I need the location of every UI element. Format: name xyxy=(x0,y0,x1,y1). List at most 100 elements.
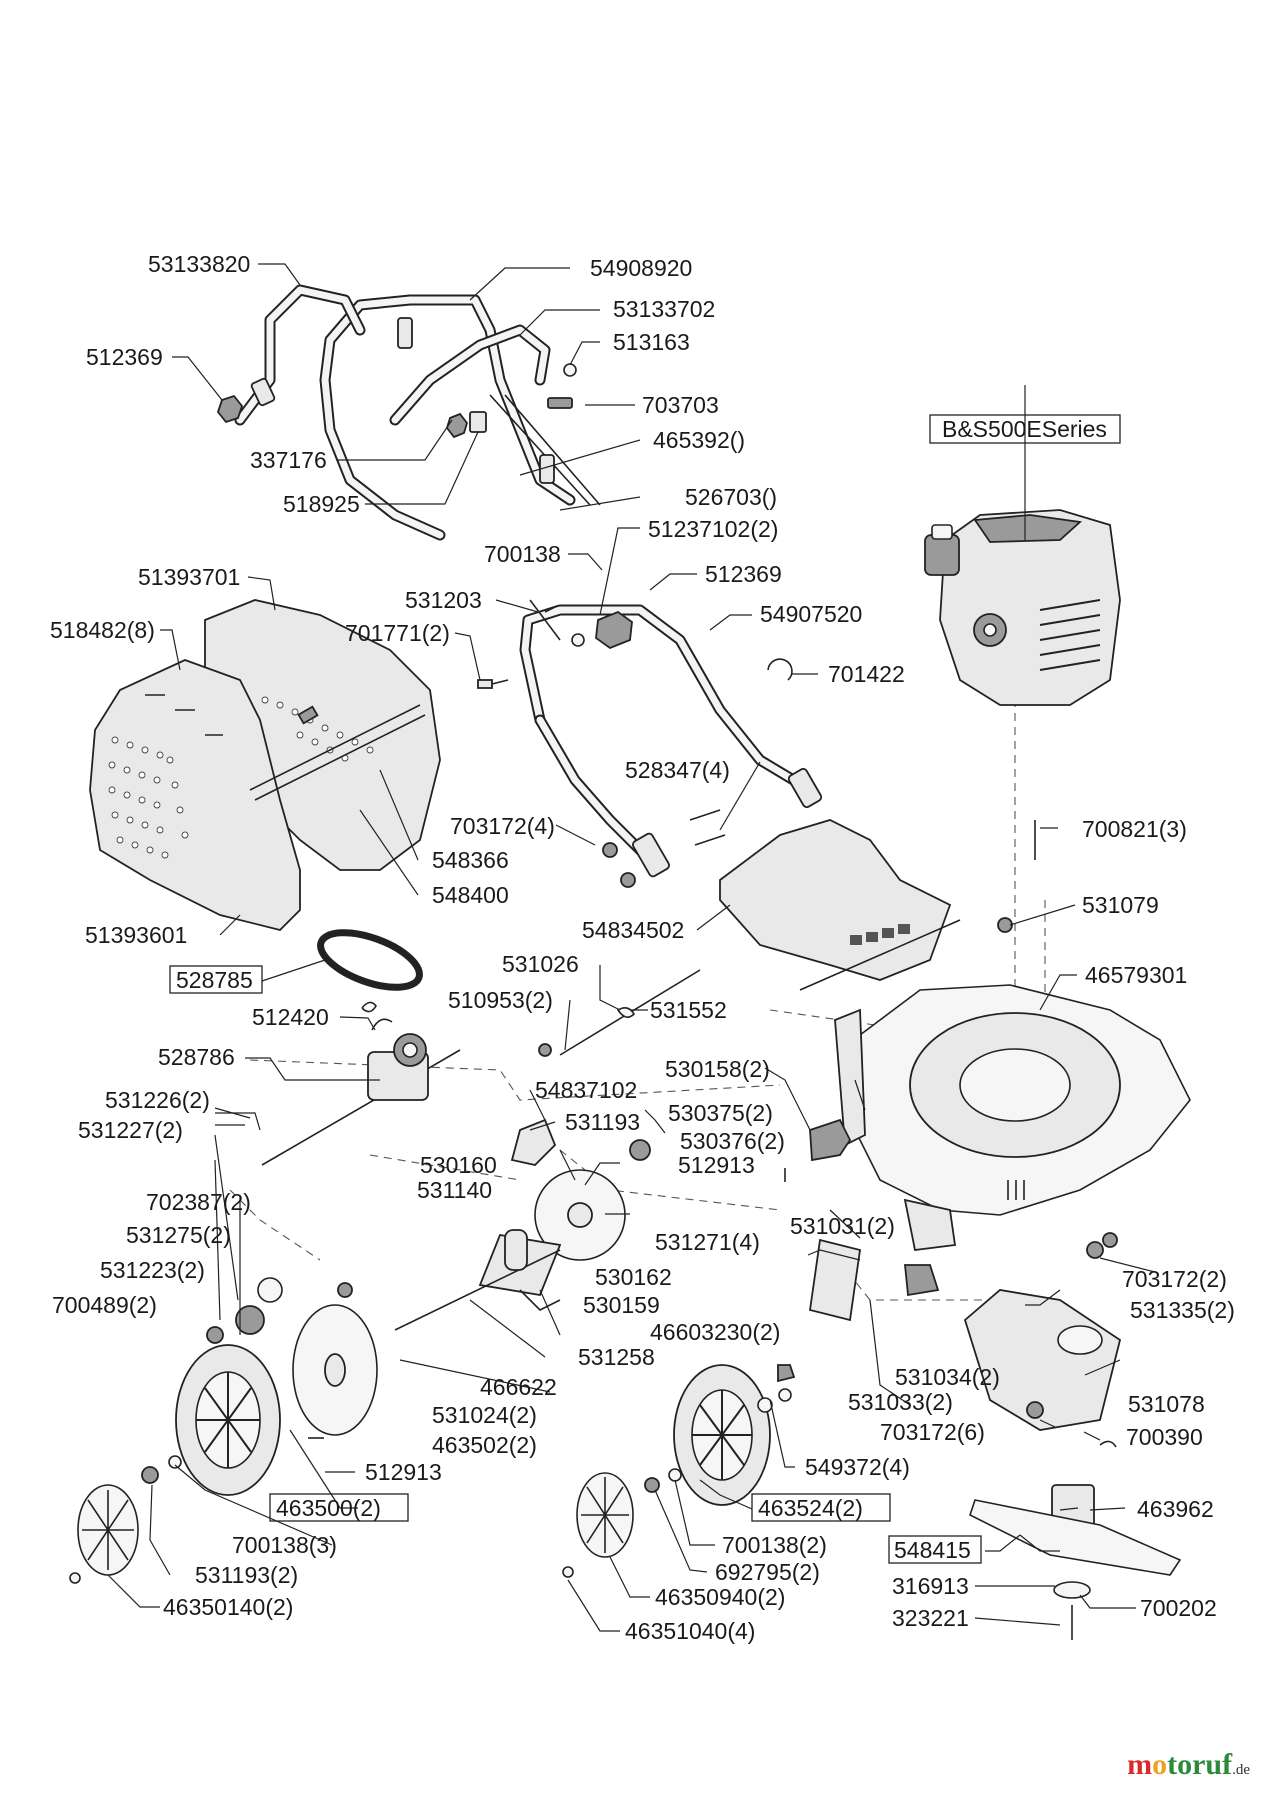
drawing-layer xyxy=(69,284,1191,1640)
part-label: 531271(4) xyxy=(655,1229,760,1255)
fasteners-drawing xyxy=(308,809,1118,1448)
part-label: 512913 xyxy=(365,1459,442,1485)
part-label: 531223(2) xyxy=(100,1257,205,1283)
part-label: 700390 xyxy=(1126,1424,1203,1450)
v-belt-drawing xyxy=(317,929,423,991)
part-label: 530159 xyxy=(583,1292,660,1318)
part-label: 548415 xyxy=(894,1537,971,1563)
part-label: 703172(2) xyxy=(1122,1266,1227,1292)
part-label: 512420 xyxy=(252,1004,329,1030)
engine-drawing xyxy=(924,509,1121,706)
part-label: 531275(2) xyxy=(126,1222,231,1248)
engine-label: B&S500ESeries xyxy=(942,416,1107,442)
rear-flap-drawing xyxy=(719,819,952,981)
part-label: 528785 xyxy=(176,967,253,993)
part-label: 528786 xyxy=(158,1044,235,1070)
front-wheel-drawing xyxy=(562,1364,792,1578)
part-label: 463502(2) xyxy=(432,1432,537,1458)
part-label: 531079 xyxy=(1082,892,1159,918)
part-label: 530162 xyxy=(595,1264,672,1290)
part-label: 53133820 xyxy=(148,251,250,277)
part-label: 531078 xyxy=(1128,1391,1205,1417)
part-label: 549372(4) xyxy=(805,1454,910,1480)
part-label: 46579301 xyxy=(1085,962,1187,988)
part-label: 54837102 xyxy=(535,1077,637,1103)
top-hardware-drawing xyxy=(216,363,577,439)
part-label: 531226(2) xyxy=(105,1087,210,1113)
part-label: 512913 xyxy=(678,1152,755,1178)
part-label: 51393701 xyxy=(138,564,240,590)
part-label: 530160 xyxy=(420,1152,497,1178)
part-label: 531203 xyxy=(405,587,482,613)
part-label: 702387(2) xyxy=(146,1189,251,1215)
part-label: 512369 xyxy=(86,344,163,370)
label-boxes xyxy=(169,414,1121,1564)
part-label: 531140 xyxy=(417,1177,492,1203)
part-label: 531258 xyxy=(578,1344,655,1370)
part-label: 316913 xyxy=(892,1573,969,1599)
part-label: 531193(2) xyxy=(195,1562,298,1588)
part-label: 46351040(4) xyxy=(625,1618,755,1644)
part-label: 531552 xyxy=(650,997,727,1023)
part-label: 703172(6) xyxy=(880,1419,985,1445)
blade-drawing xyxy=(963,1289,1182,1640)
part-label: 530158(2) xyxy=(665,1056,770,1082)
part-label: 531034(2) xyxy=(895,1364,1000,1390)
part-label: 548366 xyxy=(432,847,509,873)
part-label: 512369 xyxy=(705,561,782,587)
part-label: 46350140(2) xyxy=(163,1594,293,1620)
part-label: 700138(3) xyxy=(232,1532,337,1558)
part-label: 531335(2) xyxy=(1130,1297,1235,1323)
part-label: 700821(3) xyxy=(1082,816,1187,842)
part-label: 531033(2) xyxy=(848,1389,953,1415)
part-label: 466622 xyxy=(480,1374,557,1400)
leader-lines xyxy=(107,263,1156,1632)
part-label: 513163 xyxy=(613,329,690,355)
part-label: 463500(2) xyxy=(276,1495,381,1521)
part-label: 692795(2) xyxy=(715,1559,820,1585)
part-label: 703703 xyxy=(642,392,719,418)
lower-handle-drawing xyxy=(477,599,823,878)
part-label: 530375(2) xyxy=(668,1100,773,1126)
part-label: 337176 xyxy=(250,447,327,473)
part-label: 530376(2) xyxy=(680,1128,785,1154)
part-label: 54834502 xyxy=(582,917,684,943)
part-label: 510953(2) xyxy=(448,987,553,1013)
part-label: 701422 xyxy=(828,661,905,687)
part-label: 54907520 xyxy=(760,601,862,627)
part-label: 700138 xyxy=(484,541,561,567)
part-label: 518925 xyxy=(283,491,360,517)
gearbox-drawing xyxy=(261,1018,461,1166)
part-label: 46603230(2) xyxy=(650,1319,780,1345)
part-label: 700202 xyxy=(1140,1595,1217,1621)
part-label: 531193 xyxy=(565,1109,640,1135)
part-label: 700489(2) xyxy=(52,1292,157,1318)
part-label: 700138(2) xyxy=(722,1532,827,1558)
grass-bag-drawing xyxy=(89,599,441,931)
height-adjust-drawing xyxy=(206,1118,957,1344)
part-label: 323221 xyxy=(892,1605,969,1631)
part-label: 703172(4) xyxy=(450,813,555,839)
part-label: 701771(2) xyxy=(345,620,450,646)
brand-logo: motoruf.de xyxy=(1127,1748,1250,1781)
mower-deck-drawing xyxy=(834,984,1191,1216)
part-label: 531026 xyxy=(502,951,579,977)
part-label: 528347(4) xyxy=(625,757,730,783)
part-label: 531227(2) xyxy=(78,1117,183,1143)
part-label: 526703() xyxy=(685,484,777,510)
part-label: 531031(2) xyxy=(790,1213,895,1239)
part-label: 54908920 xyxy=(590,255,692,281)
part-label: 51393601 xyxy=(85,922,187,948)
part-label: 531024(2) xyxy=(432,1402,537,1428)
part-label: 51237102(2) xyxy=(648,516,778,542)
part-label: 518482(8) xyxy=(50,617,155,643)
upper-handle-drawing xyxy=(234,284,601,541)
part-labels: B&S500ESeries 53133820 54908920 53133702… xyxy=(50,251,1235,1644)
part-label: 463962 xyxy=(1137,1496,1214,1522)
part-label: 53133702 xyxy=(613,296,715,322)
part-label: 548400 xyxy=(432,882,509,908)
part-label: 46350940(2) xyxy=(655,1584,785,1610)
part-label: 463524(2) xyxy=(758,1495,863,1521)
part-label: 465392() xyxy=(653,427,745,453)
